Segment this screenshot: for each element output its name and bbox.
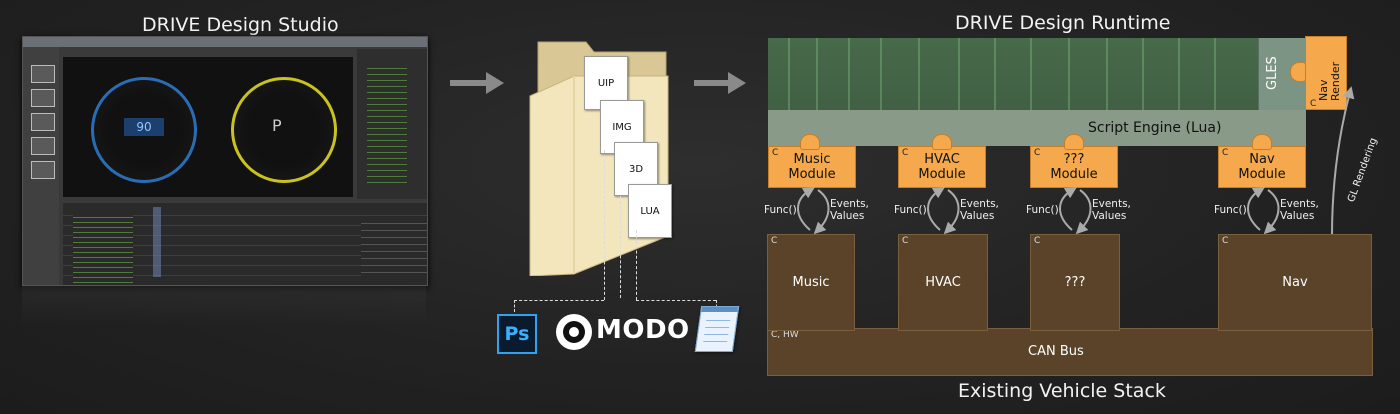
corner-label: C <box>1034 236 1041 246</box>
stack-box-nav: C Nav <box>1218 234 1372 331</box>
stack-box-label: Nav <box>1282 275 1308 290</box>
modo-wordmark: MODO <box>596 315 690 345</box>
photoshop-icon: Ps <box>497 314 537 354</box>
nav-render-corner: C <box>1310 99 1317 109</box>
module-music: C Music Module <box>768 146 856 188</box>
connector-line <box>636 230 637 300</box>
module-nav: C Nav Module <box>1218 146 1306 188</box>
func-label: Func() <box>894 204 927 216</box>
corner-label: C <box>1034 148 1041 158</box>
studio-screenshot: 90 P <box>22 36 428 286</box>
plug-connector-icon <box>932 134 952 150</box>
stack-box-label: Music <box>792 275 830 290</box>
plug-connector-icon <box>1252 134 1272 150</box>
modo-logo-icon <box>556 314 592 350</box>
speed-readout: 90 <box>124 118 164 136</box>
plug-connector-icon <box>1290 62 1306 82</box>
gles-label: GLES <box>1265 56 1280 90</box>
module-label: Nav Module <box>1238 152 1286 182</box>
arrow-studio-to-files <box>450 80 488 86</box>
corner-label: C <box>902 236 909 246</box>
stack-box-unknown: C ??? <box>1030 234 1120 331</box>
module-label: Music Module <box>788 152 836 182</box>
stack-title: Existing Vehicle Stack <box>958 380 1166 402</box>
arrow-files-to-runtime <box>694 80 730 86</box>
corner-label: C <box>902 148 909 158</box>
speed-gauge: 90 <box>91 77 197 183</box>
connector-line <box>636 300 716 301</box>
connector-line <box>620 196 621 298</box>
nav-render-box: C Nav Render <box>1305 36 1347 110</box>
corner-label: C <box>771 236 778 246</box>
events-label: Events, Values <box>830 198 869 222</box>
notepad-icon <box>694 306 740 352</box>
module-unknown: C ??? Module <box>1030 146 1118 188</box>
studio-timeline <box>63 203 427 285</box>
corner-label: C <box>772 148 779 158</box>
gear-gauge: P <box>231 77 337 183</box>
arrow-head-icon <box>728 72 746 94</box>
events-label: Events, Values <box>960 198 999 222</box>
connector-line <box>514 300 604 301</box>
studio-stage: 90 P <box>63 57 353 197</box>
corner-label: C <box>1222 236 1229 246</box>
studio-properties-panel <box>357 49 427 199</box>
can-bus: C, HW CAN Bus <box>767 328 1373 376</box>
studio-title: DRIVE Design Studio <box>142 14 339 36</box>
script-engine-bar: Script Engine (Lua) <box>768 110 1306 146</box>
connector-line <box>514 300 515 312</box>
gear-readout: P <box>272 116 282 135</box>
studio-reflection <box>22 286 426 326</box>
corner-label: C <box>1222 148 1229 158</box>
can-bus-corner: C, HW <box>771 330 799 340</box>
gl-rendering-arrow <box>1331 86 1355 237</box>
can-bus-label: CAN Bus <box>1028 344 1084 359</box>
module-label: ??? Module <box>1050 152 1098 182</box>
connector-line <box>604 150 605 300</box>
runtime-title: DRIVE Design Runtime <box>955 12 1171 34</box>
plug-connector-icon <box>1064 134 1084 150</box>
func-label: Func() <box>1214 204 1247 216</box>
events-label: Events, Values <box>1092 198 1131 222</box>
module-label: HVAC Module <box>918 152 966 182</box>
func-events-arrows <box>797 186 1280 235</box>
stack-box-music: C Music <box>767 234 855 331</box>
events-label: Events, Values <box>1280 198 1319 222</box>
file-lua: LUA <box>628 184 672 238</box>
func-label: Func() <box>1026 204 1059 216</box>
stack-box-label: HVAC <box>925 275 961 290</box>
script-engine-label: Script Engine (Lua) <box>1088 120 1222 136</box>
arrow-head-icon <box>486 72 504 94</box>
stack-box-hvac: C HVAC <box>898 234 988 331</box>
module-hvac: C HVAC Module <box>898 146 986 188</box>
func-label: Func() <box>764 204 797 216</box>
plug-connector-icon <box>800 134 820 150</box>
stack-box-label: ??? <box>1064 275 1086 290</box>
